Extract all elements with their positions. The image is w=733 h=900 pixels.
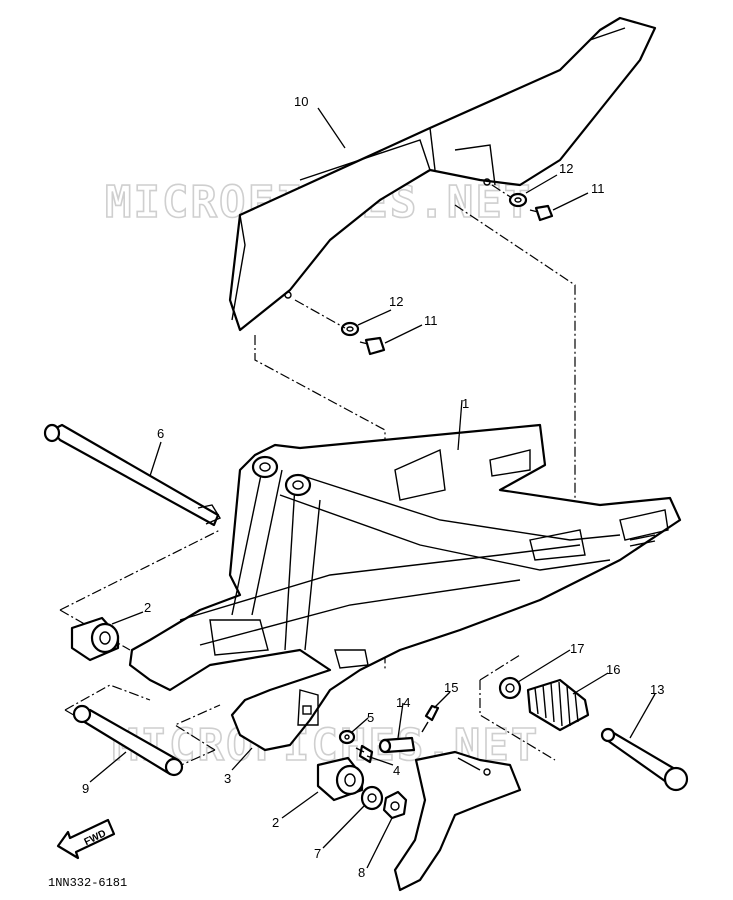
- callout-2-left: 2: [144, 600, 151, 615]
- pivot-shaft: [43, 423, 222, 527]
- bolt-15: [421, 704, 440, 733]
- nut-8: [382, 790, 408, 820]
- callout-2-lower: 2: [272, 815, 279, 830]
- callout-17: 17: [570, 641, 584, 656]
- shaft-13: [600, 727, 689, 792]
- washer-5: [338, 729, 356, 745]
- callout-12-upper: 12: [559, 161, 573, 176]
- leader-lines: [89, 107, 656, 869]
- callout-7: 7: [314, 846, 321, 861]
- callout-4: 4: [393, 763, 400, 778]
- callout-14: 14: [396, 695, 410, 710]
- bolt-4: [355, 744, 374, 764]
- callout-1: 1: [462, 396, 469, 411]
- callout-3: 3: [224, 771, 231, 786]
- bushing-2-left: [70, 616, 120, 662]
- callout-11-lower: 11: [424, 313, 438, 328]
- callout-10: 10: [294, 94, 308, 109]
- chain-guard: [228, 16, 657, 332]
- washer-7: [360, 785, 384, 811]
- roller-16: [526, 678, 590, 732]
- washer-12-upper: [508, 192, 528, 208]
- callout-15: 15: [444, 680, 458, 695]
- callout-5: 5: [367, 710, 374, 725]
- callouts: 10 12 11 12 11 1 6 2 9 3 2 7 8 5 4 14 15…: [82, 94, 664, 880]
- callout-16: 16: [606, 662, 620, 677]
- bolt-11-upper: [529, 204, 554, 222]
- callout-13: 13: [650, 682, 664, 697]
- callout-9: 9: [82, 781, 89, 796]
- forward-arrow-icon: FWD: [56, 818, 116, 860]
- callout-8: 8: [358, 865, 365, 880]
- chain-puller-plate: [393, 750, 522, 892]
- washer-17: [498, 676, 522, 700]
- callout-12-lower: 12: [389, 294, 403, 309]
- collar-9: [72, 704, 184, 777]
- diagram-code: 1NN332-6181: [48, 876, 127, 890]
- pin-14: [378, 736, 416, 754]
- washer-12-lower: [340, 321, 360, 337]
- callout-6: 6: [157, 426, 164, 441]
- bolt-11-lower: [359, 336, 386, 356]
- rear-swingarm: [128, 423, 682, 752]
- bushing-2-lower: [316, 756, 365, 802]
- callout-11-upper: 11: [591, 181, 605, 196]
